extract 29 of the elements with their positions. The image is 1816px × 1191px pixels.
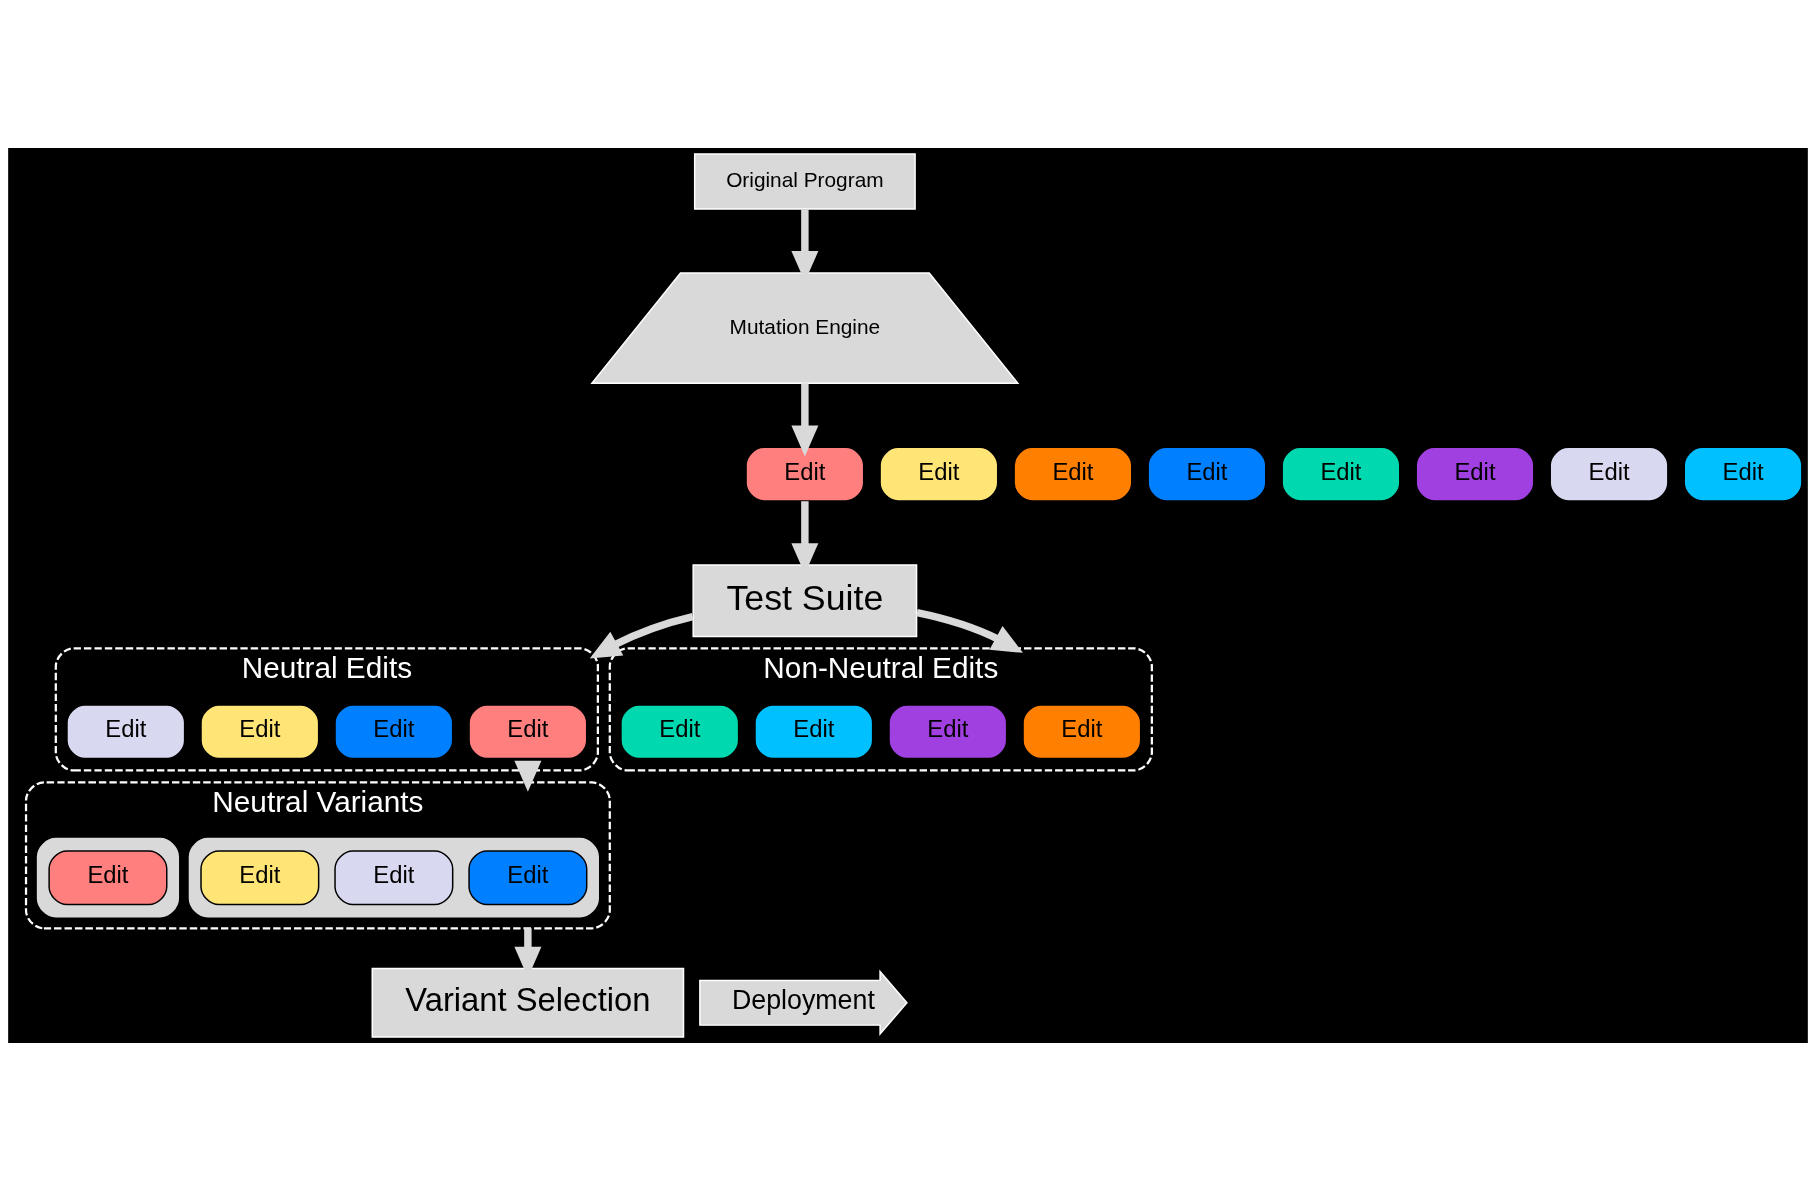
node-box: Test Suite [692,564,918,638]
node-box: Original Program [693,153,916,210]
node-box: Edit [468,704,588,760]
node-box: Edit [1147,446,1267,502]
node-box: Edit [66,704,186,760]
arrow [589,613,694,659]
cluster [188,837,599,918]
node-box: Edit [334,704,454,760]
node-box: Edit [620,704,740,760]
node-box: Edit [1013,446,1133,502]
node-box: Edit [200,704,320,760]
node-box: Edit [1281,446,1401,502]
node-box: Edit [888,704,1008,760]
node-box: Edit [468,850,588,906]
node-box: Edit [1683,446,1803,502]
node-box: Edit [1549,446,1669,502]
arrow [791,383,819,457]
node-box: Edit [1022,704,1142,760]
cluster [36,837,180,918]
node-box: Edit [1415,446,1535,502]
node-box: Edit [200,850,320,906]
node-box: Variant Selection [371,967,685,1038]
node-box: Edit [879,446,999,502]
node-box: Edit [334,850,454,906]
node-box: Edit [48,850,168,906]
arrow [916,609,1023,653]
node-box: Edit [745,446,865,502]
arrow [514,760,542,792]
node-box: Edit [754,704,874,760]
